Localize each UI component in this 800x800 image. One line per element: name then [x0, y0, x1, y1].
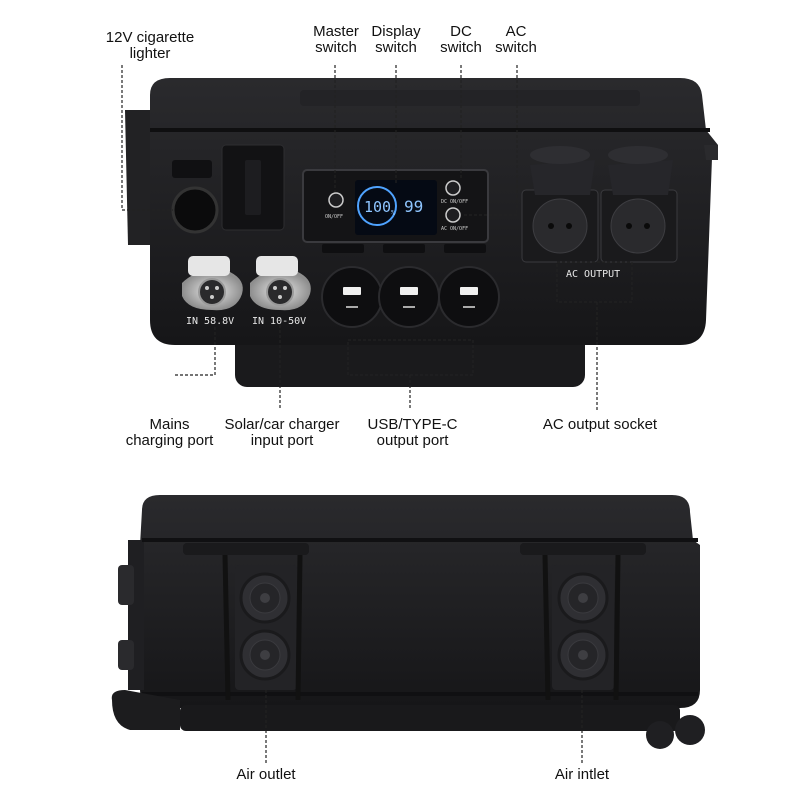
- callout-mains-line1: Mains: [149, 416, 190, 433]
- callout-usb-port: USB/TYPE-C output port: [355, 417, 470, 449]
- callout-master-line2: switch: [315, 39, 357, 56]
- mains-port-label: IN 58.8V: [186, 316, 234, 327]
- mains-input-port[interactable]: [182, 256, 243, 311]
- device-front-view: 100 % 99 ON/OFF DC ON/OFF AC ON/OFF: [125, 78, 718, 387]
- lcd-ring: [357, 186, 397, 226]
- callout-mains-line2: charging port: [125, 432, 214, 449]
- solar-input-port[interactable]: [250, 256, 311, 311]
- callout-master-switch: Master switch: [305, 24, 367, 56]
- callout-lighter-line1: 12V cigarette: [105, 29, 195, 46]
- ac-output-label: AC OUTPUT: [566, 269, 620, 280]
- callout-air-outlet: Air outlet: [216, 767, 316, 783]
- usb-port-1[interactable]: [321, 266, 383, 328]
- callout-display-switch: Display switch: [365, 24, 427, 56]
- callout-air-outlet-line1: Air outlet: [236, 766, 296, 783]
- leader-lines: [121, 65, 633, 765]
- callout-ac-socket-line1: AC output socket: [542, 416, 658, 433]
- callout-ac-line2: switch: [495, 39, 537, 56]
- side-handle: [111, 690, 180, 730]
- lcd-percent: 100: [364, 198, 391, 216]
- callout-usb-line1: USB/TYPE-C: [367, 416, 458, 433]
- callout-dc-line2: switch: [440, 39, 482, 56]
- callout-master-line1: Master: [313, 23, 359, 40]
- callout-ac-socket: AC output socket: [525, 417, 675, 433]
- ac-on-off-label: AC ON/OFF: [441, 226, 468, 232]
- solar-port-label: IN 10-50V: [252, 316, 306, 327]
- dc-power-button[interactable]: [445, 180, 461, 196]
- usb-ports: [321, 244, 500, 328]
- callout-air-inlet-line1: Air intlet: [554, 766, 610, 783]
- callout-ac-switch: AC switch: [485, 24, 547, 56]
- callout-display-line1: Display: [371, 23, 421, 40]
- dc-on-off-label: DC ON/OFF: [441, 199, 468, 205]
- callout-solar-port: Solar/car charger input port: [212, 417, 352, 449]
- callout-solar-line1: Solar/car charger: [224, 416, 340, 433]
- air-outlet-fans: [222, 554, 303, 701]
- callout-dc-line1: DC: [450, 23, 472, 40]
- callout-mains-port: Mains charging port: [112, 417, 227, 449]
- callout-solar-line2: input port: [250, 432, 314, 449]
- air-inlet-fans: [542, 554, 621, 701]
- callout-display-line2: switch: [375, 39, 417, 56]
- master-power-button[interactable]: [328, 192, 344, 208]
- lcd-percent-unit: %: [391, 209, 396, 217]
- usb-port-3[interactable]: [438, 266, 500, 328]
- usb-port-2[interactable]: [378, 266, 440, 328]
- front-side-latch: [125, 110, 150, 245]
- master-on-off-label: ON/OFF: [325, 214, 343, 220]
- ac-power-button[interactable]: [445, 207, 461, 223]
- ac-sockets: [521, 146, 678, 263]
- device-side-view: [111, 495, 705, 749]
- callout-lighter: 12V cigarette lighter: [90, 30, 210, 62]
- cigarette-lighter-socket: [171, 186, 219, 234]
- callout-usb-line2: output port: [376, 432, 449, 449]
- callout-dc-switch: DC switch: [430, 24, 492, 56]
- callout-ac-line1: AC: [505, 23, 527, 40]
- callout-lighter-line2: lighter: [129, 45, 171, 62]
- lcd-second-value: 99: [404, 197, 423, 216]
- callout-air-inlet: Air intlet: [532, 767, 632, 783]
